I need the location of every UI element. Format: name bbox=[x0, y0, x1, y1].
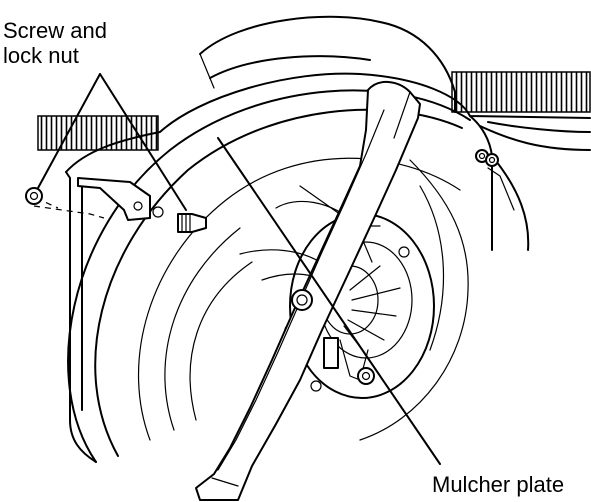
left-ribbed-grip bbox=[37, 115, 159, 151]
leader-line-mulcher-plate bbox=[217, 137, 441, 465]
mulcher-plate-label: Mulcher plate bbox=[432, 472, 565, 497]
screw-label-line-2: lock nut bbox=[3, 43, 79, 68]
right-ribbed-grip bbox=[451, 71, 591, 113]
leader-line-lock-nut bbox=[37, 73, 101, 189]
lock-nut bbox=[25, 187, 43, 205]
leader-line-screw bbox=[99, 73, 187, 211]
right-bracket-hardware bbox=[475, 149, 515, 211]
center-blade-bolt bbox=[291, 289, 339, 369]
discharge-chute-housing bbox=[199, 15, 456, 113]
left-mounting-bracket bbox=[77, 177, 207, 233]
hub-nut bbox=[357, 367, 375, 385]
screw-label-line-1: Screw and bbox=[3, 18, 107, 43]
leader-lines bbox=[37, 73, 441, 465]
screw-and-lock-nut-label: Screw and lock nut bbox=[3, 18, 107, 68]
mower-deck-shell bbox=[65, 72, 591, 463]
